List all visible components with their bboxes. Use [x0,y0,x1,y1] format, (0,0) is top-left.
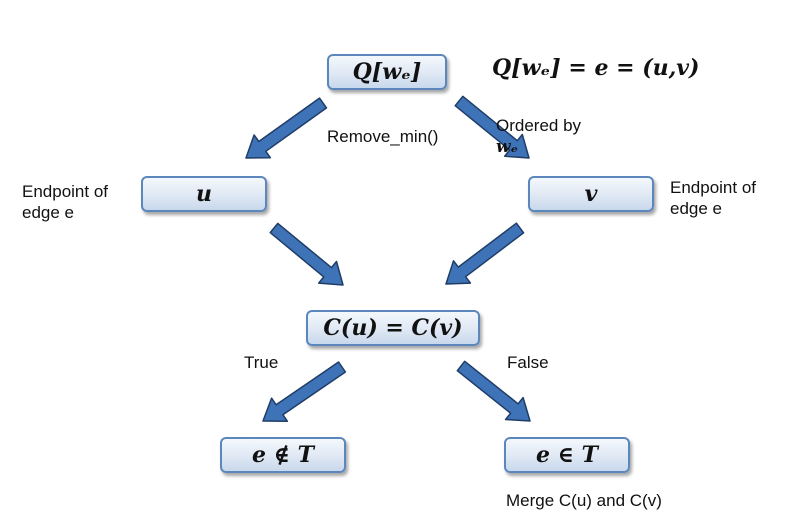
queue-equation: Q[wₑ] = e = (u,v) [492,55,700,81]
merge-label: Merge C(u) and C(v) [506,491,662,510]
arrow-v-to-condition [445,222,525,285]
queue-node: Q[wₑ] [327,54,447,90]
endpoint-right-label: Endpoint of edge e [670,178,757,218]
edge-not-in-tree-node: e ∉ T [220,437,346,473]
condition-node: C(u) = C(v) [306,310,480,346]
true-branch-label: True [244,353,279,372]
arrow-u-to-condition [269,222,344,286]
arrow-condition-to-true [456,360,531,422]
remove-min-label: Remove_min() [327,127,439,146]
arrow-queue-to-v [454,95,530,159]
ordered-by-label: Ordered by wₑ [496,94,581,158]
false-branch-label: False [507,353,549,372]
ordered-by-text: Ordered by [496,116,582,135]
edge-in-tree-node: e ∈ T [504,437,630,473]
arrow-queue-to-u [245,97,328,159]
ordered-by-weight: wₑ [496,137,519,157]
endpoint-left-label: Endpoint of edge e [22,182,109,222]
arrow-condition-to-false [262,361,347,423]
endpoint-v-node: v [528,176,654,212]
endpoint-u-node: u [141,176,267,212]
